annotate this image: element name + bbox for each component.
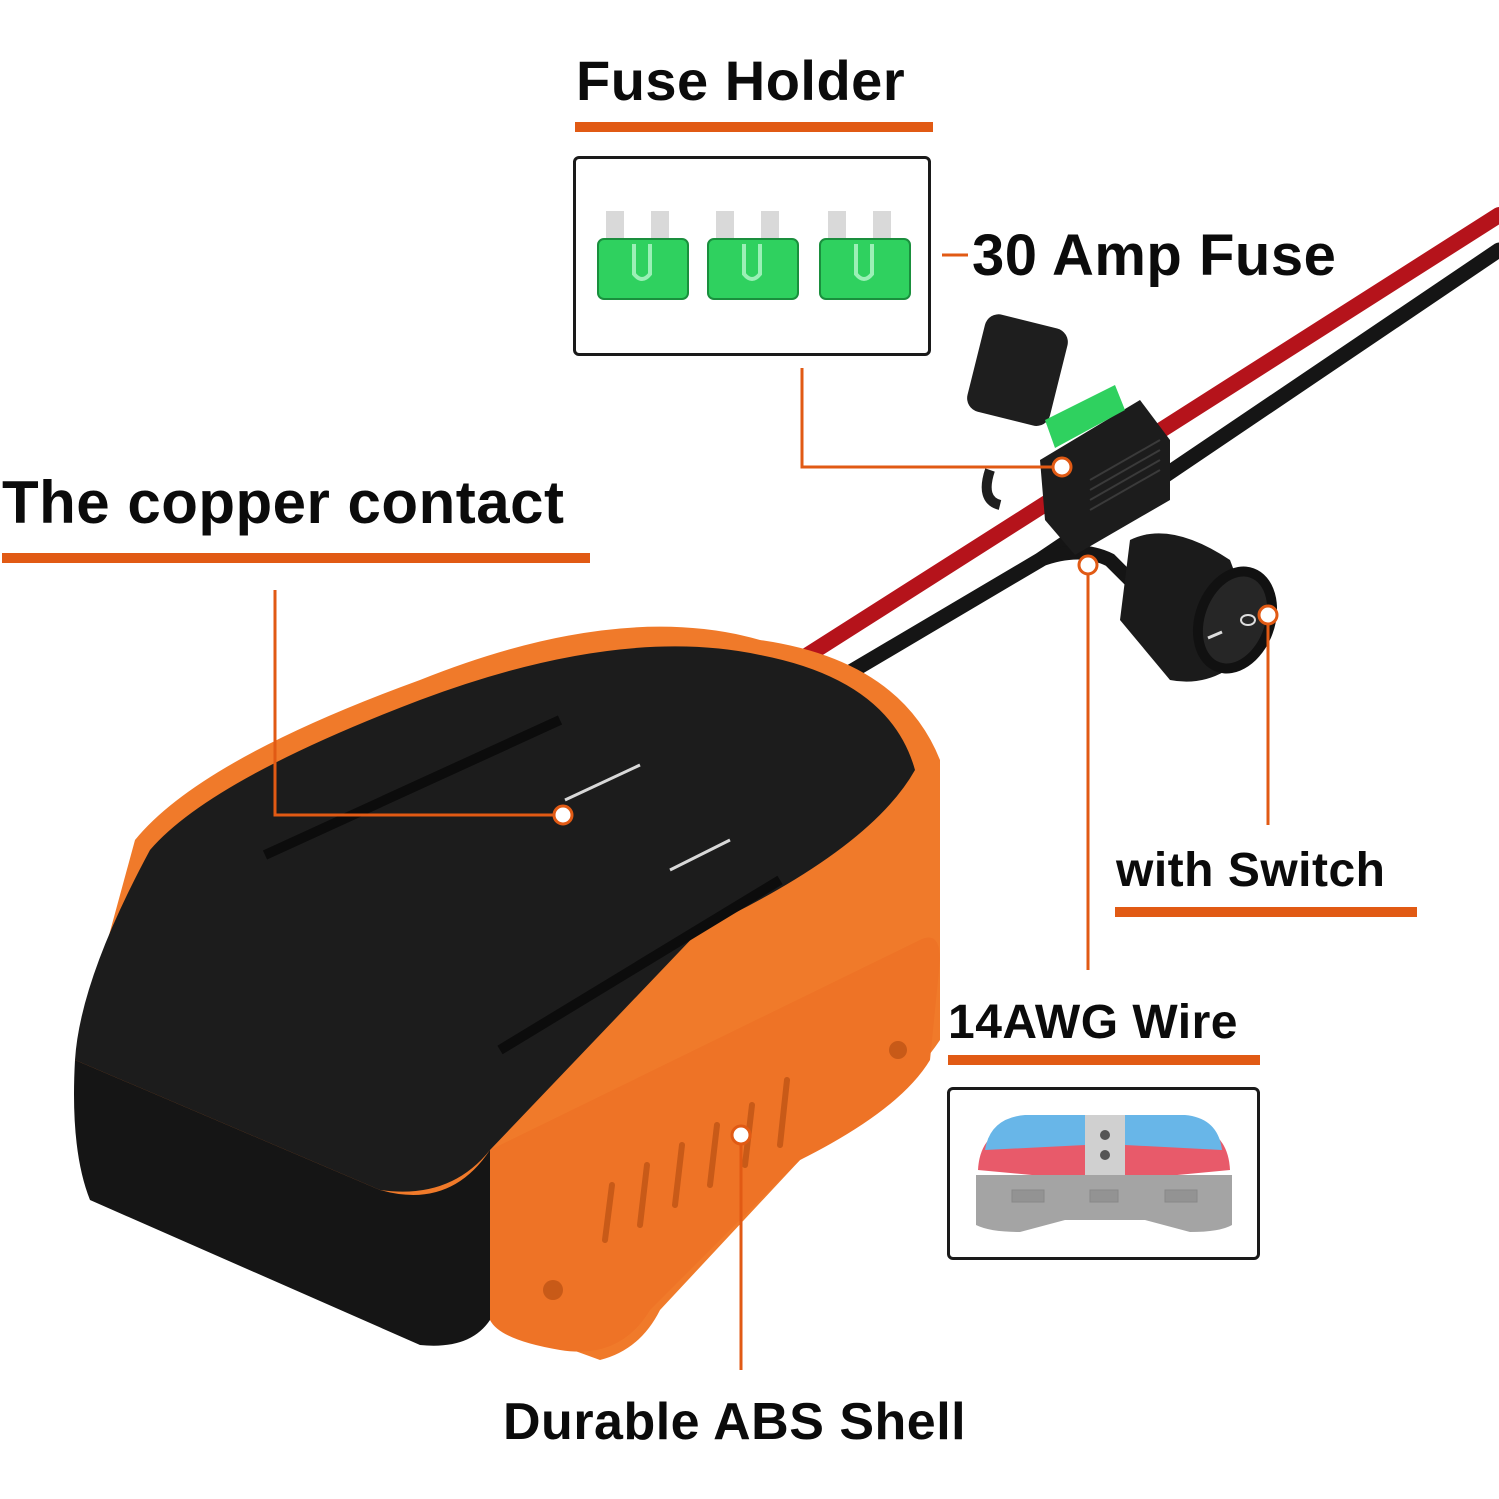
rocker-switch — [1120, 533, 1278, 682]
wire-underline — [948, 1055, 1260, 1065]
connector-inset-box — [947, 1087, 1260, 1260]
copper-contact-underline — [2, 553, 590, 563]
fuse-amp-label: 30 Amp Fuse — [972, 223, 1337, 288]
inline-fuse-holder — [967, 314, 1170, 555]
fuse-inset-box — [573, 156, 931, 356]
fuse-holder-underline — [575, 122, 933, 132]
switch-label: with Switch — [1116, 844, 1386, 897]
copper-contact-label: The copper contact — [2, 469, 565, 536]
wire-label: 14AWG Wire — [948, 996, 1238, 1049]
shell-label: Durable ABS Shell — [503, 1393, 967, 1451]
switch-underline — [1115, 907, 1417, 917]
lever-wire-connector-icon — [976, 1115, 1232, 1232]
battery-adapter — [74, 626, 940, 1360]
wires — [792, 207, 1499, 698]
callout-dots — [552, 456, 1279, 1146]
callout-lines — [273, 253, 1270, 1370]
fuse-holder-label: Fuse Holder — [576, 49, 906, 112]
blade-fuse-icon — [597, 211, 911, 300]
